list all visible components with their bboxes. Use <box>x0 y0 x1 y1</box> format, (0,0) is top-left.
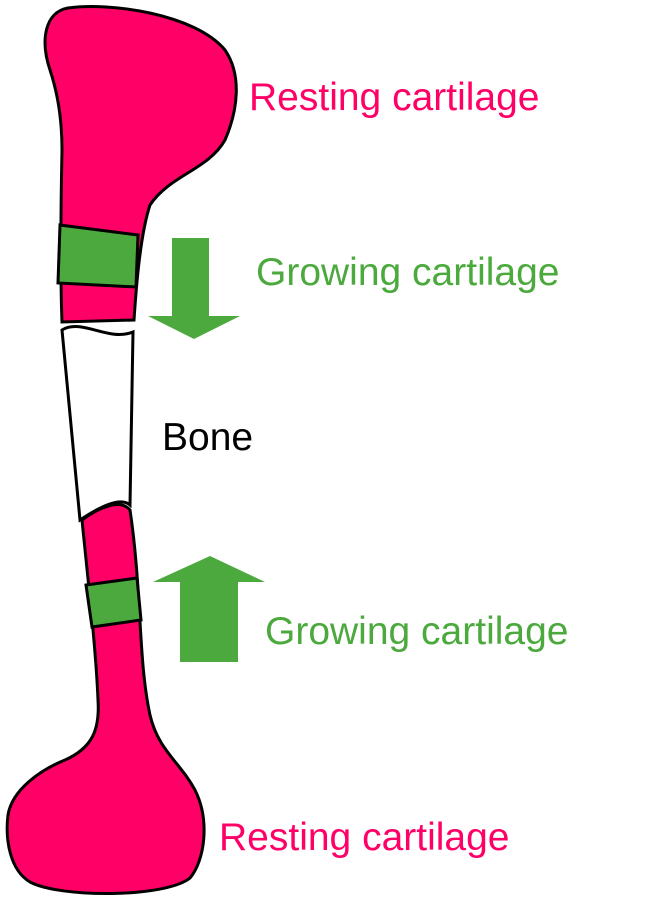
label-bone: Bone <box>162 416 253 459</box>
arrow-down-icon <box>148 238 240 339</box>
upper-growing-cartilage <box>58 225 138 287</box>
label-resting-cartilage-top: Resting cartilage <box>249 76 539 119</box>
lower-resting-cartilage <box>7 505 204 894</box>
label-growing-cartilage-top: Growing cartilage <box>256 251 559 294</box>
bone-shaft <box>62 327 133 520</box>
label-resting-cartilage-bottom: Resting cartilage <box>219 816 509 859</box>
label-growing-cartilage-bottom: Growing cartilage <box>265 610 568 653</box>
lower-growing-cartilage <box>86 578 141 627</box>
arrow-up-icon <box>153 556 265 662</box>
